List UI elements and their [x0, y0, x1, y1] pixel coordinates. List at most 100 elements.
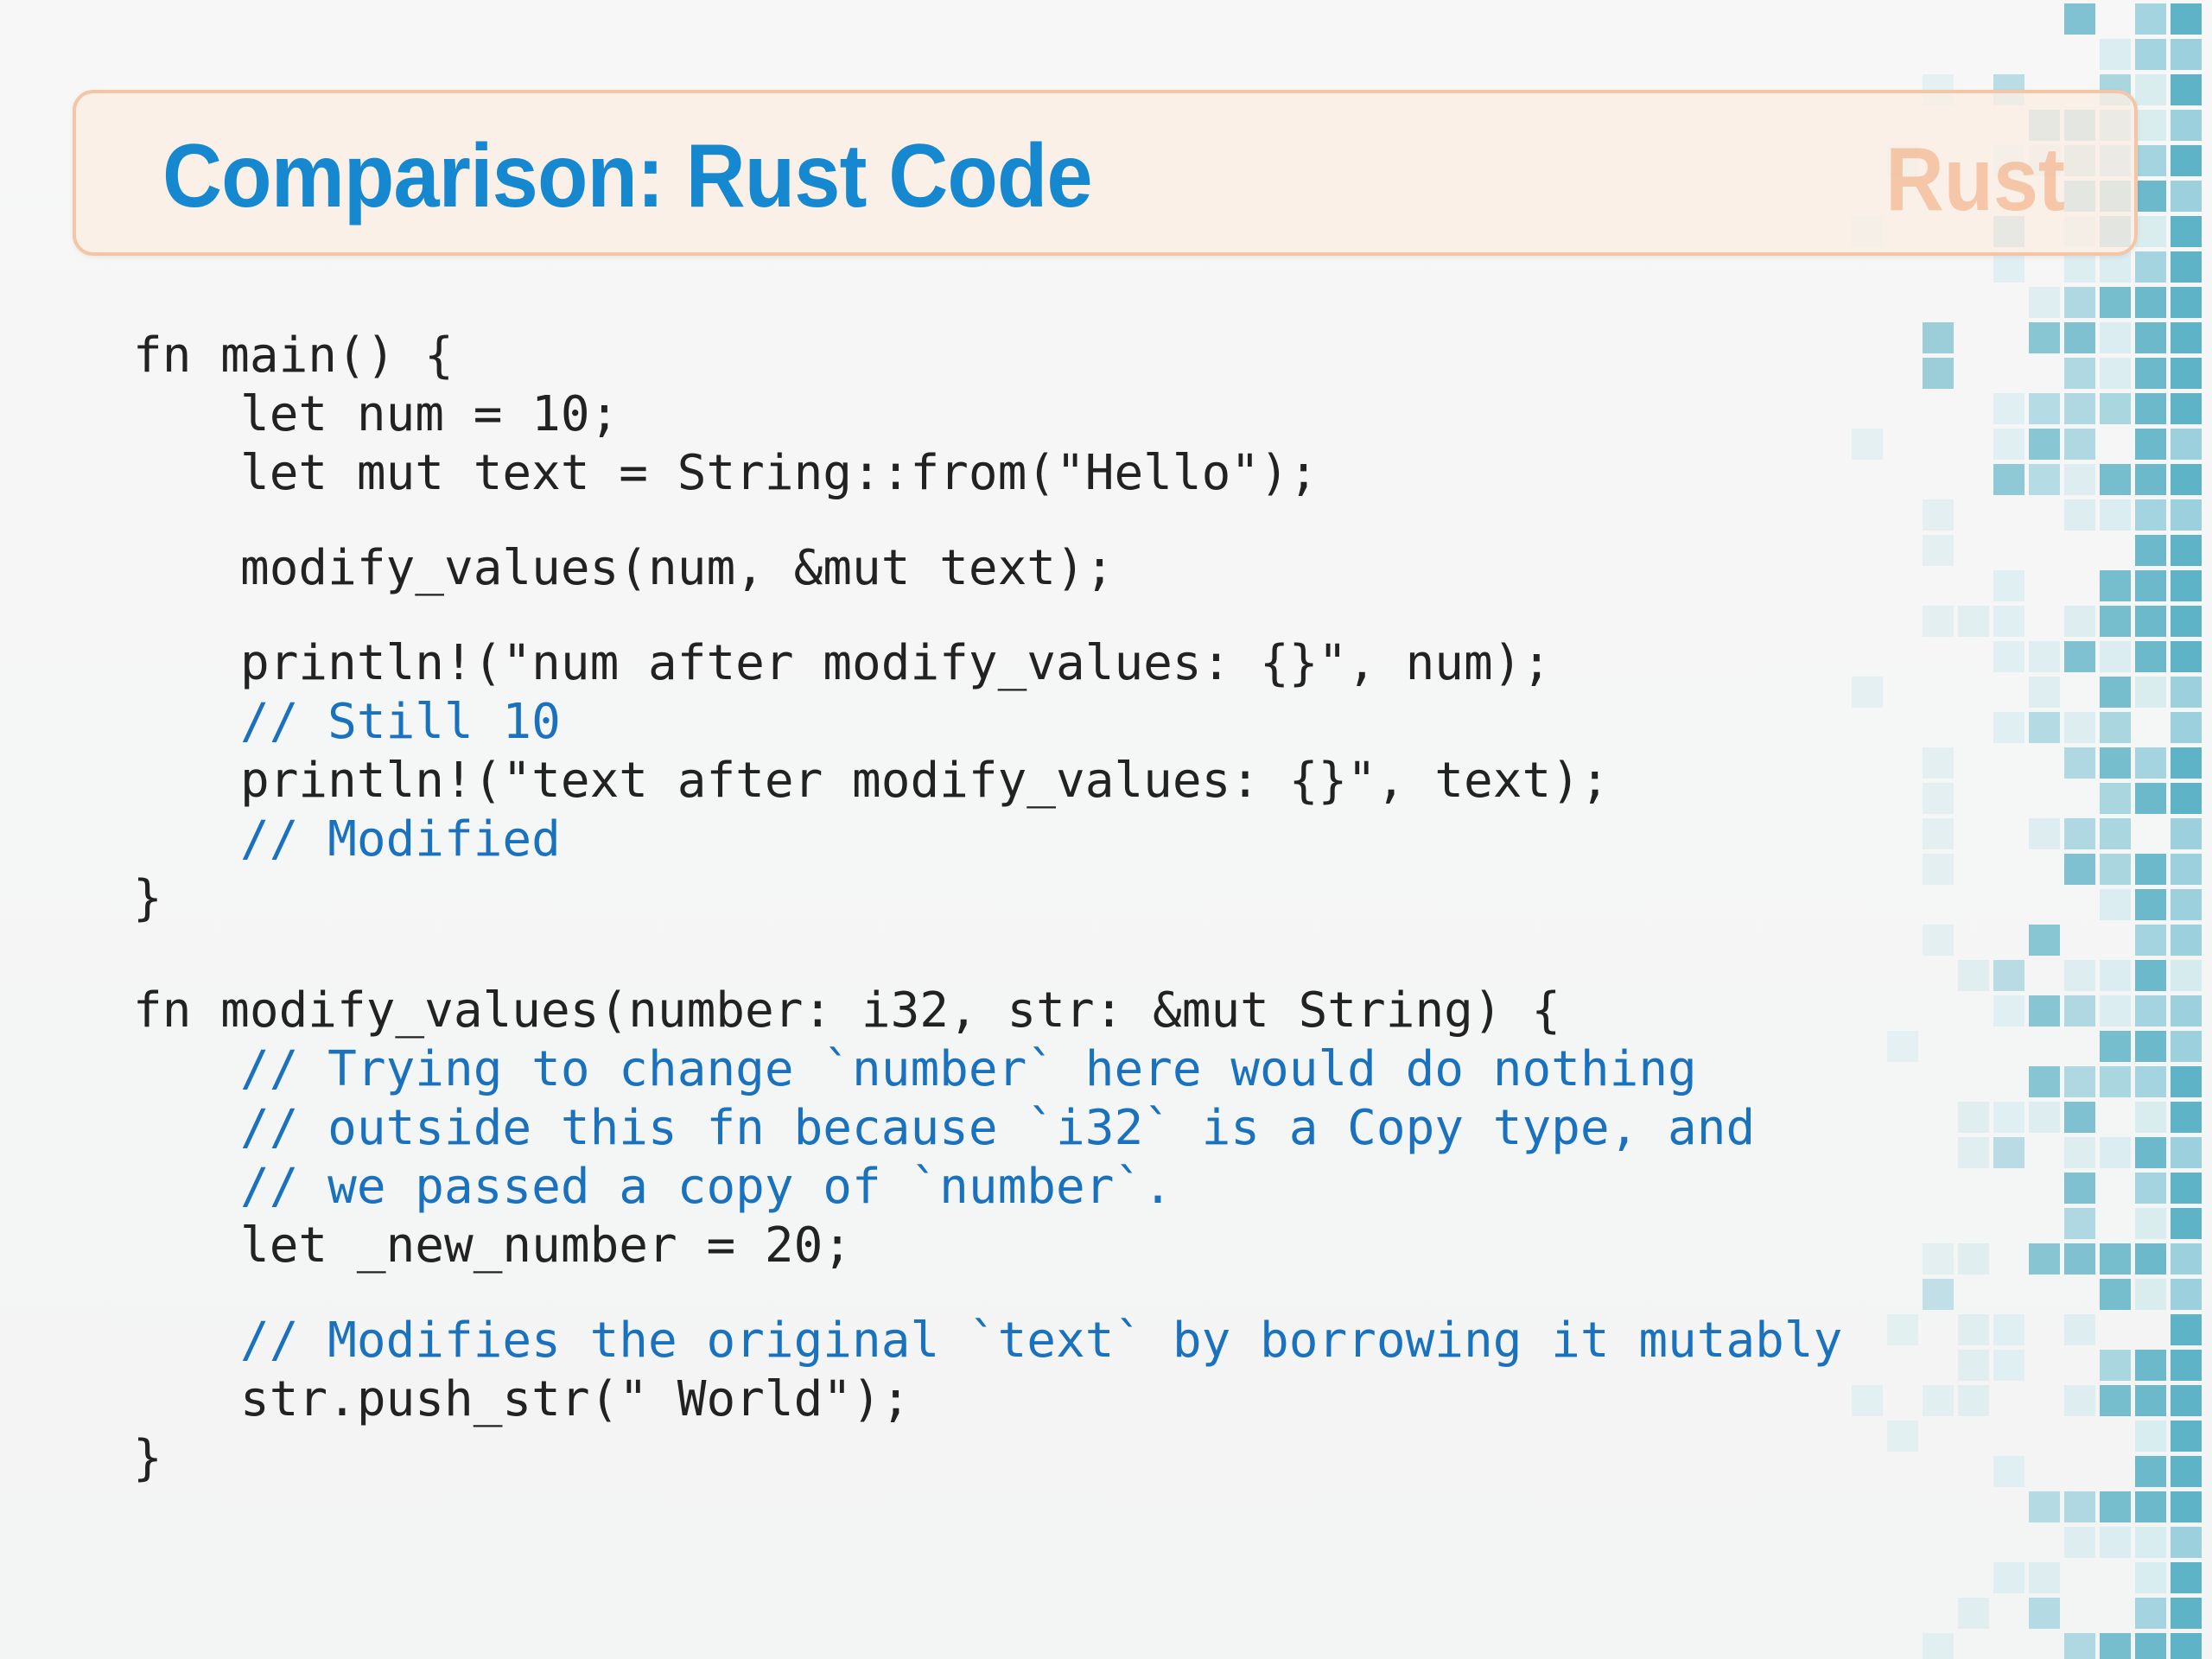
mosaic-tile: [2171, 1243, 2202, 1274]
mosaic-tile: [1852, 429, 1883, 460]
blank-line: [133, 503, 1827, 539]
mosaic-tile: [2135, 1633, 2166, 1659]
code-line: }: [133, 1430, 162, 1486]
mosaic-tile: [1993, 1456, 2024, 1487]
mosaic-tile: [2064, 251, 2095, 283]
mosaic-tile: [2135, 322, 2166, 353]
mosaic-tile: [2064, 1491, 2095, 1522]
code-comment: // we passed a copy of `number`.: [240, 1159, 1173, 1215]
code-line: }: [133, 870, 162, 926]
mosaic-tile: [2100, 783, 2131, 814]
mosaic-tile: [2135, 1421, 2166, 1452]
mosaic-tile: [2171, 1527, 2202, 1558]
mosaic-tile: [2100, 1031, 2131, 1062]
mosaic-tile: [2171, 535, 2202, 566]
mosaic-tile: [2135, 181, 2166, 212]
mosaic-tile: [2029, 1598, 2060, 1629]
code-line: let _new_number = 20;: [240, 1217, 853, 1274]
mosaic-tile: [2100, 960, 2131, 991]
mosaic-tile: [2171, 854, 2202, 885]
mosaic-tile: [1923, 818, 1954, 849]
mosaic-tile: [2171, 358, 2202, 389]
mosaic-tile: [2029, 677, 2060, 708]
mosaic-tile: [1852, 1385, 1883, 1416]
mosaic-tile: [2100, 818, 2131, 849]
mosaic-tile: [2135, 1385, 2166, 1416]
mosaic-tile: [2135, 535, 2166, 566]
mosaic-tile: [2135, 1066, 2166, 1097]
mosaic-tile: [1993, 606, 2024, 637]
mosaic-tile: [1887, 1031, 1918, 1062]
mosaic-tile: [2029, 641, 2060, 672]
mosaic-tile: [2171, 747, 2202, 779]
mosaic-tile: [2135, 110, 2166, 141]
mosaic-tile: [2135, 1102, 2166, 1133]
mosaic-tile: [2135, 570, 2166, 601]
mosaic-tile: [2135, 1456, 2166, 1487]
mosaic-tile: [2064, 1102, 2095, 1133]
mosaic-tile: [2171, 1456, 2202, 1487]
mosaic-tile: [2100, 393, 2131, 424]
blank-line: [133, 598, 1827, 634]
mosaic-tile: [2100, 358, 2131, 389]
mosaic-tile: [1958, 1598, 1989, 1629]
mosaic-tile: [2064, 464, 2095, 495]
mosaic-tile: [2064, 960, 2095, 991]
mosaic-tile: [2100, 995, 2131, 1027]
decorative-mosaic-background: [1849, 0, 2212, 1659]
mosaic-tile: [2135, 1243, 2166, 1274]
mosaic-tile: [2100, 251, 2131, 283]
mosaic-tile: [2064, 358, 2095, 389]
mosaic-tile: [2135, 854, 2166, 885]
code-line: str.push_str(" World");: [240, 1371, 911, 1427]
mosaic-tile: [2029, 1102, 2060, 1133]
mosaic-tile: [1923, 606, 1954, 637]
mosaic-tile: [2171, 322, 2202, 353]
mosaic-tile: [2135, 74, 2166, 105]
mosaic-tile: [2029, 287, 2060, 318]
mosaic-tile: [2171, 464, 2202, 495]
rust-logo-watermark: Rust: [1885, 130, 2065, 230]
mosaic-tile: [2100, 1491, 2131, 1522]
mosaic-tile: [1923, 1385, 1954, 1416]
mosaic-tile: [2100, 641, 2131, 672]
mosaic-tile: [2100, 747, 2131, 779]
mosaic-tile: [2100, 1350, 2131, 1381]
mosaic-tile: [2029, 1491, 2060, 1522]
mosaic-tile: [1993, 570, 2024, 601]
mosaic-tile: [1958, 1350, 1989, 1381]
mosaic-tile: [2064, 3, 2095, 35]
mosaic-tile: [2135, 606, 2166, 637]
mosaic-tile: [2135, 1137, 2166, 1168]
code-line: fn main() {: [133, 327, 454, 384]
code-line: println!("text after modify_values: {}",…: [240, 753, 1610, 809]
mosaic-tile: [1993, 251, 2024, 283]
mosaic-tile: [2171, 570, 2202, 601]
mosaic-tile: [2135, 145, 2166, 176]
mosaic-tile: [2100, 39, 2131, 70]
mosaic-tile: [2064, 1385, 2095, 1416]
mosaic-tile: [2171, 1314, 2202, 1345]
mosaic-tile: [2029, 925, 2060, 956]
mosaic-tile: [1993, 1102, 2024, 1133]
mosaic-tile: [2064, 499, 2095, 531]
mosaic-tile: [2029, 1562, 2060, 1593]
mosaic-tile: [2064, 1137, 2095, 1168]
mosaic-tile: [2135, 393, 2166, 424]
mosaic-tile: [2171, 1066, 2202, 1097]
mosaic-tile: [2029, 464, 2060, 495]
mosaic-tile: [2135, 641, 2166, 672]
code-line: let mut text = String::from("Hello");: [240, 445, 1319, 501]
mosaic-tile: [1993, 429, 2024, 460]
mosaic-tile: [2171, 889, 2202, 920]
mosaic-tile: [1993, 960, 2024, 991]
mosaic-tile: [2171, 145, 2202, 176]
mosaic-tile: [2171, 641, 2202, 672]
mosaic-tile: [2135, 783, 2166, 814]
mosaic-tile: [2135, 3, 2166, 35]
mosaic-tile: [1923, 322, 1954, 353]
mosaic-tile: [2064, 712, 2095, 743]
mosaic-tile: [2029, 1243, 2060, 1274]
mosaic-tile: [2064, 818, 2095, 849]
code-comment: // outside this fn because `i32` is a Co…: [240, 1100, 1756, 1156]
